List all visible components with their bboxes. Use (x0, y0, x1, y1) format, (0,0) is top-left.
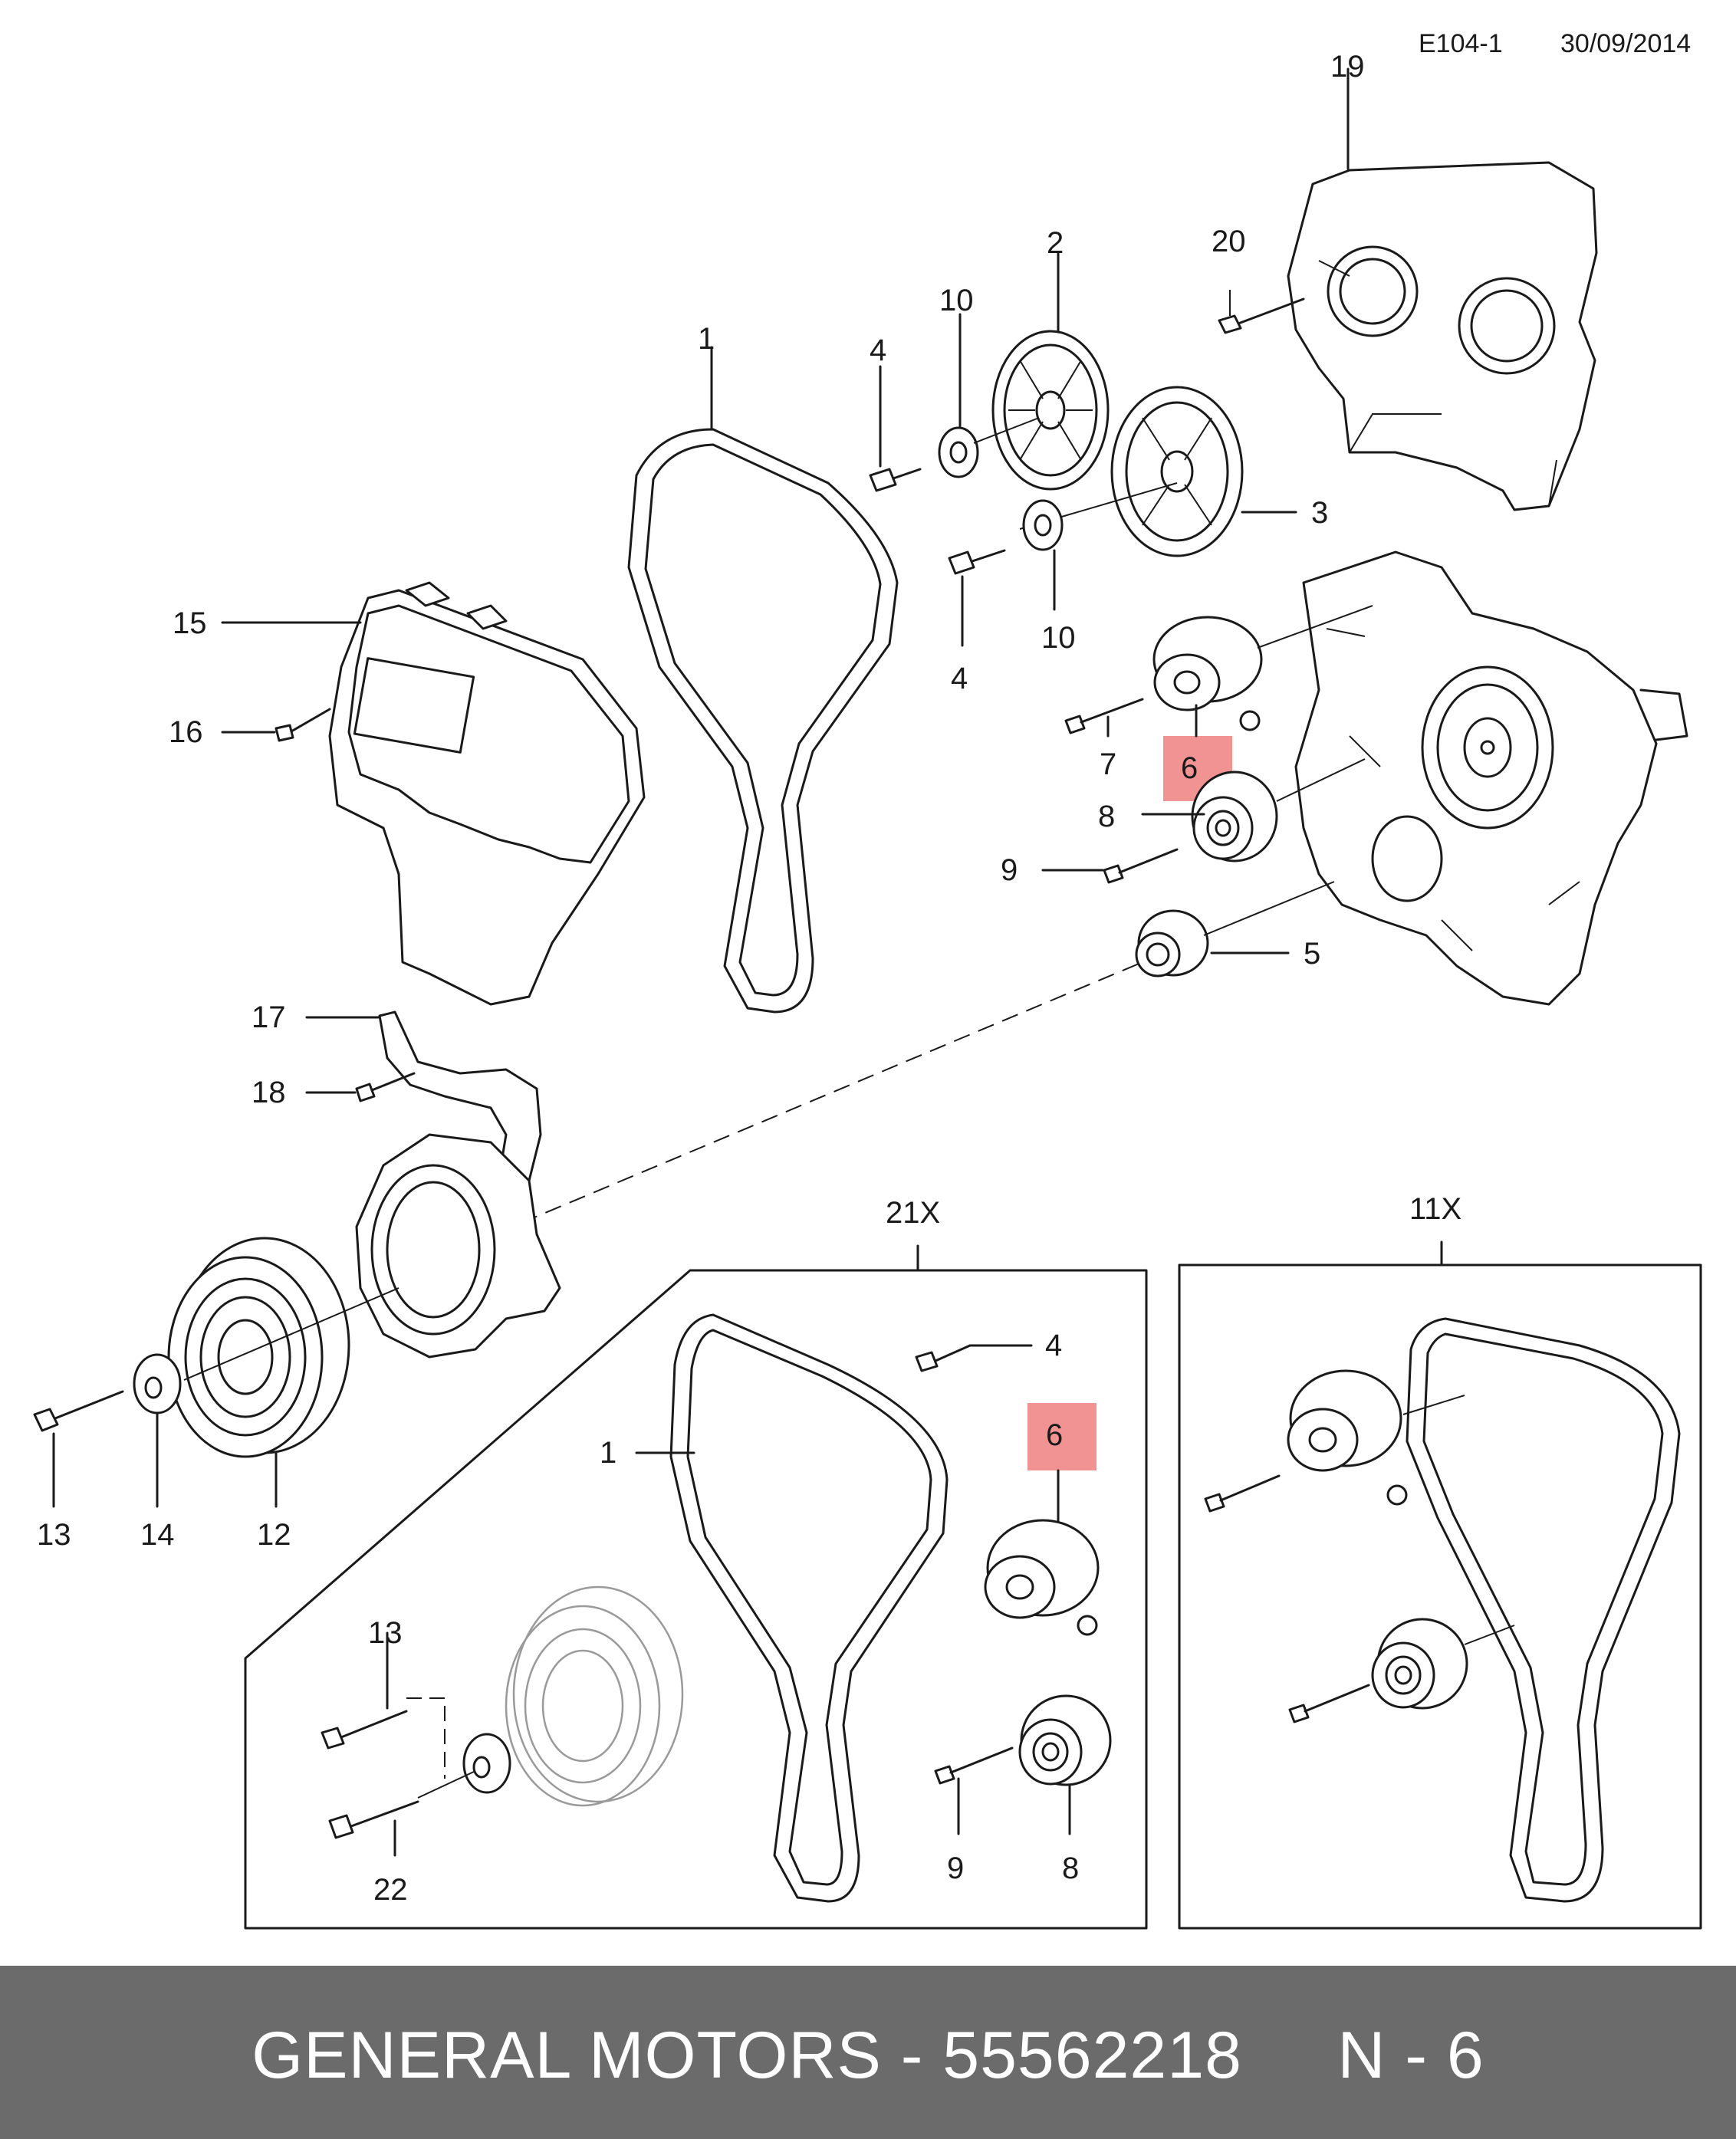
crank-pulley-12 (167, 1237, 399, 1508)
kit-11x-tensioner (1204, 1369, 1465, 1513)
callout-4-bottom: 4 (951, 662, 968, 695)
callout-7: 7 (1100, 748, 1116, 781)
kit-21x-bolt-9 (934, 1746, 1014, 1835)
callout-8: 8 (1098, 800, 1115, 833)
timing-belt-1 (627, 346, 899, 1014)
footer-bar: GENERAL MOTORS - 55562218 N - 6 (0, 1966, 1736, 2139)
bolt-13 (33, 1390, 124, 1508)
kit-21x-callout-9: 9 (947, 1852, 964, 1885)
bolt-16 (221, 708, 331, 742)
kit-11x-belt (1406, 1317, 1681, 1903)
kit-21x-callout-13: 13 (368, 1616, 403, 1650)
rear-timing-cover-19 (1287, 67, 1598, 511)
tensioner-pulley-upper (1152, 605, 1373, 731)
kit-21x-bolt-22 (328, 1770, 476, 1857)
bolt-4-lower (948, 549, 1006, 647)
bolt-4-upper (869, 365, 922, 492)
diagram-date: 30/09/2014 (1560, 29, 1691, 58)
part-number-caption: GENERAL MOTORS - 55562218 N - 6 (252, 2019, 1484, 2092)
bolt-20 (1218, 290, 1305, 334)
bolt-18 (305, 1072, 416, 1102)
idler-pulley-8 (1141, 758, 1366, 863)
kit-21x-callout-22: 22 (373, 1873, 408, 1907)
kit-21x-crank-pulley-ghost (505, 1585, 684, 1807)
kit-21x-washer (462, 1733, 511, 1794)
callout-9: 9 (1001, 853, 1018, 887)
washer-14 (133, 1353, 182, 1508)
kit-21x-idler-8 (1018, 1694, 1112, 1835)
engine-front-housing (1294, 550, 1688, 1006)
kit-21x-callout-6: 6 (1046, 1418, 1063, 1452)
callout-15: 15 (173, 606, 207, 640)
kit-21x-bolt-13 (321, 1631, 446, 1779)
camshaft-sprocket-3 (1019, 386, 1297, 557)
callout-19: 19 (1330, 50, 1365, 84)
washer-10-upper (938, 313, 1040, 478)
callout-17: 17 (252, 1001, 286, 1034)
timing-belt-exploded-diagram: E104-1 30/09/2014 19 20 2 3 (33, 29, 1702, 1930)
diagram-code: E104-1 (1419, 29, 1503, 58)
callout-10-bottom: 10 (1041, 621, 1076, 655)
lower-cover-plate (355, 1133, 561, 1359)
kit-21x-bolt-4 (915, 1344, 1033, 1372)
callout-10-top: 10 (939, 284, 974, 317)
kit-21x-callout-8: 8 (1062, 1852, 1079, 1885)
kit-11x-idler (1288, 1618, 1515, 1723)
callout-20: 20 (1212, 225, 1246, 258)
kit-11x-title: 11X (1409, 1192, 1461, 1226)
callout-14: 14 (140, 1518, 175, 1552)
kit-21x-belt (635, 1313, 949, 1903)
kit-21x-title: 21X (886, 1196, 940, 1230)
callout-1: 1 (698, 322, 715, 356)
callout-18: 18 (252, 1076, 286, 1109)
callout-6: 6 (1181, 751, 1198, 785)
washer-10-lower (1022, 499, 1064, 611)
callout-4-top: 4 (870, 334, 886, 367)
kit-21x-callout-4: 4 (1045, 1329, 1062, 1362)
kit-21x-tensioner (984, 1519, 1100, 1636)
callout-12: 12 (257, 1518, 291, 1552)
bolt-9 (1041, 848, 1179, 884)
crank-sprocket-5 (1135, 881, 1335, 978)
kit-21x-highlight-6 (1027, 1403, 1097, 1470)
callout-3: 3 (1311, 496, 1328, 530)
camshaft-sprocket-2 (991, 251, 1110, 491)
callout-16: 16 (169, 715, 203, 749)
callout-13: 13 (37, 1518, 71, 1552)
kit-21x-box (244, 1244, 1148, 1930)
callout-2: 2 (1047, 226, 1064, 260)
front-timing-cover-15 (221, 581, 646, 1006)
callout-5: 5 (1304, 937, 1320, 971)
bolt-7 (1064, 698, 1144, 738)
kit-11x-box (1178, 1240, 1702, 1930)
kit-21x-callout-1: 1 (600, 1436, 616, 1470)
